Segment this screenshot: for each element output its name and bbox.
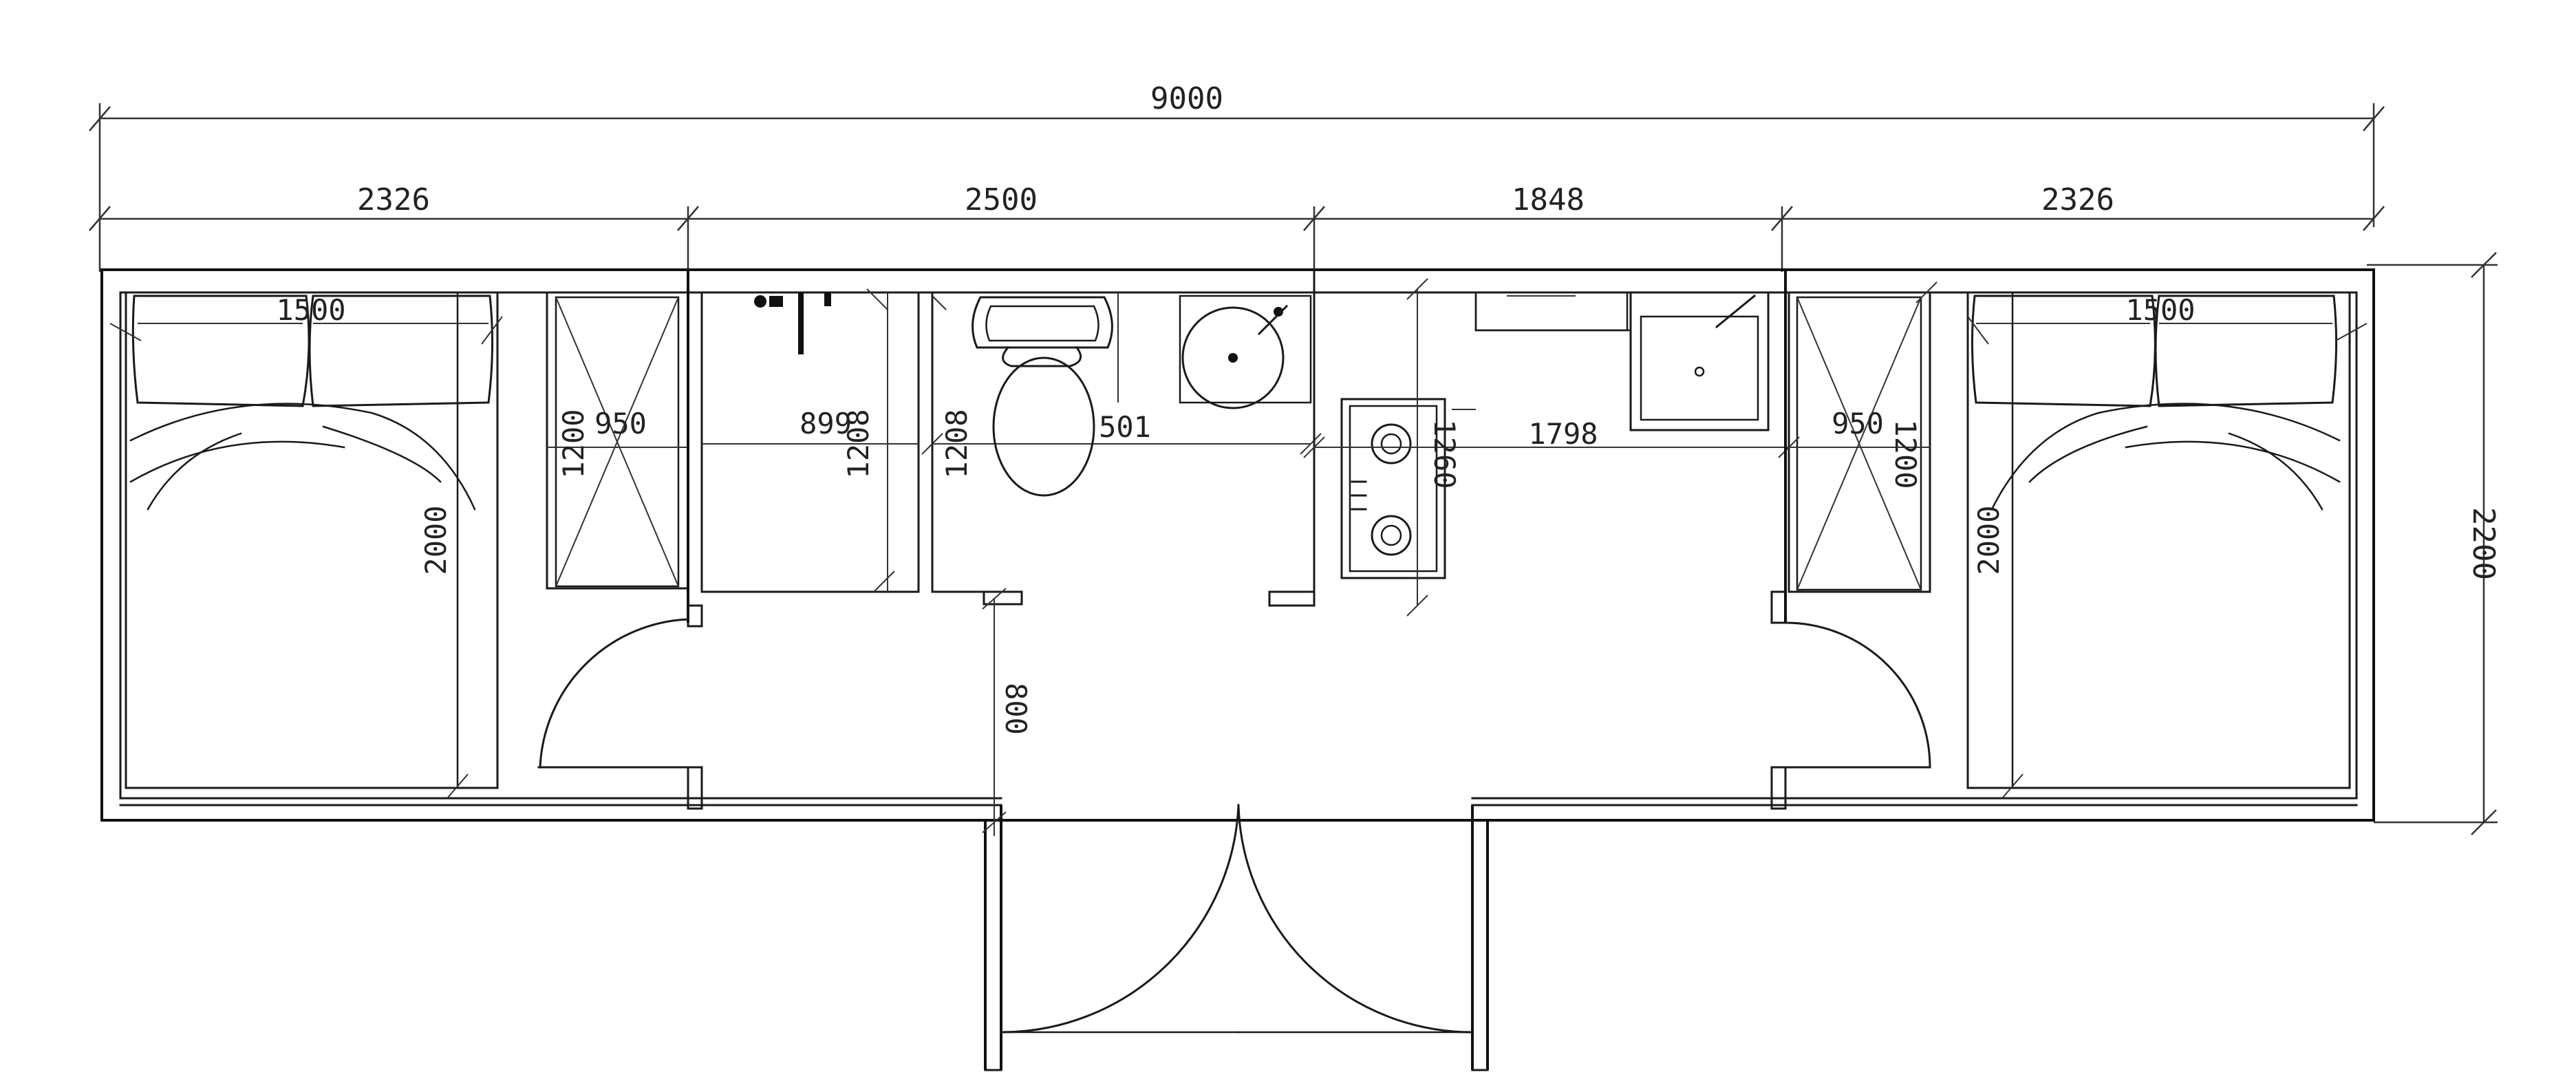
- shower-depth-label: 1208: [841, 409, 875, 478]
- segment-2-label: 2500: [965, 182, 1038, 217]
- segment-4-label: 2326: [2041, 182, 2114, 217]
- bed-right-length-label: 2000: [1972, 505, 2006, 575]
- overall-depth-label: 2200: [2466, 507, 2501, 580]
- overall-width-label: 9000: [1150, 81, 1223, 116]
- kitchen: 1260 1798: [1268, 268, 1810, 617]
- depth-dimension: 2200: [2367, 252, 2501, 835]
- wardrobe-right-depth-label: 1200: [1889, 419, 1922, 489]
- bed-left-length-label: 2000: [419, 505, 453, 575]
- wardrobe-left-depth-label: 1200: [557, 409, 590, 478]
- toilet-room: 1208 501: [921, 291, 1322, 606]
- cooktop-depth-label: 1260: [1428, 419, 1461, 489]
- wardrobe-left-width-label: 950: [594, 407, 647, 440]
- wardrobe-right-width-label: 950: [1832, 407, 1884, 440]
- toilet-depth-label: 1208: [940, 409, 974, 478]
- corridor-width-label: 800: [999, 683, 1033, 735]
- corridor: 800: [982, 588, 1033, 836]
- shower-width-label: 899: [799, 407, 852, 440]
- entrance-projection: [984, 804, 1489, 1071]
- door-left: [537, 270, 703, 810]
- overall-dimension: 9000: [89, 81, 2385, 272]
- segment-dimensions: 2326 2500 1848 2326: [89, 182, 2385, 272]
- bed-left-width-label: 1500: [276, 293, 345, 327]
- door-right: [1770, 270, 1931, 810]
- segment-1-label: 2326: [357, 182, 430, 217]
- bed-left: 1500 2000: [109, 291, 503, 799]
- kitchen-counter-label: 1798: [1528, 417, 1598, 451]
- bed-right: 1500 2000: [1966, 291, 2368, 799]
- bed-right-width-label: 1500: [2125, 293, 2195, 327]
- shower: 899 1208: [700, 288, 920, 593]
- toilet-width-label: 501: [1099, 410, 1151, 444]
- segment-3-label: 1848: [1512, 182, 1585, 217]
- wardrobe-left: 1200 950: [546, 291, 689, 590]
- wardrobe-right: 950 1200: [1778, 281, 1938, 593]
